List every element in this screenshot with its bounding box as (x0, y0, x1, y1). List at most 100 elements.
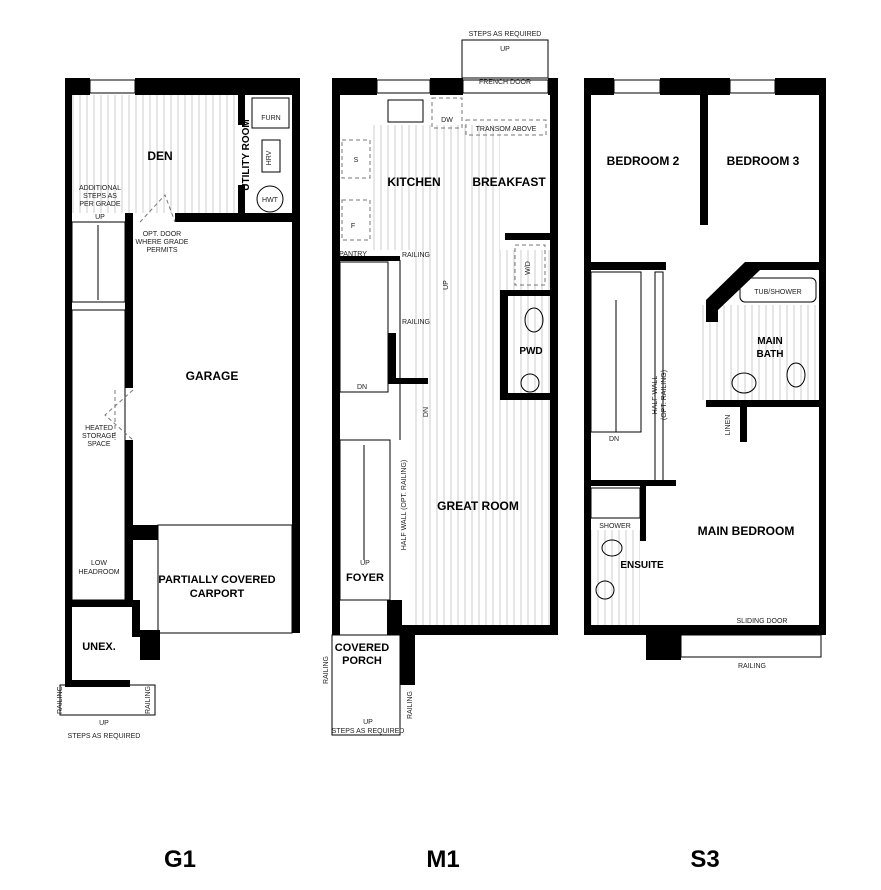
label-railing-right: RAILING (407, 691, 414, 719)
transom (465, 119, 547, 136)
carport-outline (157, 524, 293, 634)
label-additional-steps-1: ADDITIONAL (79, 185, 121, 192)
furnace (251, 97, 290, 129)
room-garage: GARAGE (186, 369, 239, 383)
label-linen: LINEN (725, 415, 732, 436)
label-half-wall-1: HALF WALL (652, 376, 659, 415)
label-railing-2: RAILING (402, 319, 430, 326)
label-transom: TRANSOM ABOVE (476, 126, 537, 133)
label-hwt: HWT (262, 197, 279, 204)
entry-steps (59, 684, 156, 716)
label-up-foyer: UP (360, 560, 370, 567)
level-label-m1: M1 (426, 846, 459, 873)
door-swing (104, 389, 134, 441)
washer-dryer (514, 244, 546, 286)
label-furn: FURN (261, 115, 280, 122)
rear-steps (461, 39, 549, 79)
front-window (443, 626, 551, 634)
label-low-headroom-1: LOW (91, 560, 107, 567)
label-hrv: HRV (266, 150, 273, 165)
label-wd: W/D (525, 261, 532, 275)
window (613, 79, 661, 94)
level-label-g1: G1 (164, 846, 196, 873)
stove (341, 139, 371, 179)
label-tub-shower: TUB/SHOWER (754, 289, 801, 296)
toilet (524, 307, 544, 333)
label-steps: STEPS AS REQUIRED (68, 733, 141, 740)
stairs (339, 260, 401, 601)
level-label-s3: S3 (690, 846, 719, 873)
bath-sink (731, 372, 757, 394)
toilet (786, 362, 806, 388)
label-sliding-door: SLIDING DOOR (737, 618, 788, 625)
label-opt-door-3: PERMITS (146, 247, 177, 254)
label-heated-storage-1: HEATED (85, 425, 113, 432)
kitchen-floor (370, 125, 500, 250)
label-steps-bottom: STEPS AS REQUIRED (332, 728, 405, 735)
french-door (462, 79, 549, 94)
balcony (680, 634, 822, 658)
window (89, 79, 136, 94)
tub (739, 277, 817, 303)
den-floor (72, 95, 238, 213)
sink-pwd (520, 373, 540, 393)
great-room-floor (410, 250, 550, 625)
label-heated-storage-3: SPACE (87, 441, 111, 448)
room-breakfast: BREAKFAST (472, 175, 546, 189)
label-heated-storage-2: STORAGE (82, 433, 116, 440)
label-additional-steps-3: PER GRADE (79, 201, 121, 208)
label-dn-1: DN (357, 384, 367, 391)
sink (387, 99, 424, 123)
room-covered-porch-2: PORCH (342, 655, 382, 667)
room-bedroom-2: BEDROOM 2 (607, 154, 680, 168)
room-foyer: FOYER (346, 572, 384, 584)
label-low-headroom-2: HEADROOM (78, 569, 119, 576)
label-dw: DW (441, 117, 453, 124)
room-covered-porch-1: COVERED (335, 642, 389, 654)
sliding-door (719, 626, 811, 634)
label-dn: DN (609, 436, 619, 443)
label-railing-right: RAILING (145, 686, 152, 714)
room-great-room: GREAT ROOM (437, 499, 519, 513)
room-pwd: PWD (519, 346, 542, 357)
ensuite-sink (595, 580, 615, 600)
room-utility: UTILITY ROOM (241, 119, 252, 190)
label-pantry: PANTRY (339, 251, 367, 258)
plan-s3: BEDROOM 2 BEDROOM 3 TUB/SHOWER MAIN BATH… (584, 78, 826, 670)
water-heater (256, 185, 284, 213)
label-railing-left: RAILING (323, 656, 330, 684)
label-shower: SHOWER (599, 523, 631, 530)
room-main-bath-1: MAIN (757, 336, 783, 347)
fridge (341, 199, 371, 241)
plan-m1: STEPS AS REQUIRED UP FRENCH DOOR DW TRAN… (323, 31, 558, 736)
label-dn-2: DN (423, 407, 430, 417)
label-half-wall: HALF WALL (OPT. RAILING) (401, 460, 408, 551)
label-fridge: F (351, 223, 355, 230)
room-ensuite: ENSUITE (620, 560, 664, 571)
label-steps-top: STEPS AS REQUIRED (469, 31, 542, 38)
porch (331, 634, 401, 736)
label-up: UP (95, 214, 105, 221)
room-unex: UNEX. (82, 641, 116, 653)
label-additional-steps-2: STEPS AS (83, 193, 117, 200)
shower (590, 487, 641, 519)
label-up-top: UP (500, 46, 510, 53)
label-half-wall-2: (OPT. RAILING) (661, 370, 668, 420)
stairs (71, 221, 126, 601)
window (376, 79, 431, 94)
stairs (590, 271, 664, 483)
room-main-bedroom: MAIN BEDROOM (698, 524, 795, 538)
label-stove: S (354, 157, 359, 164)
room-main-bath-2: BATH (756, 349, 783, 360)
hrv-unit (261, 139, 281, 173)
label-up-bottom: UP (363, 719, 373, 726)
ensuite-toilet (601, 539, 623, 557)
room-carport-1: PARTIALLY COVERED (158, 574, 275, 586)
label-up-stair: UP (443, 280, 450, 290)
plan-g1: DEN UTILITY ROOM FURN HRV HWT ADDITIONAL… (57, 78, 300, 740)
label-opt-door-2: WHERE GRADE (136, 239, 189, 246)
window (729, 79, 776, 94)
main-bath-floor (700, 305, 818, 400)
label-railing-1: RAILING (402, 252, 430, 259)
